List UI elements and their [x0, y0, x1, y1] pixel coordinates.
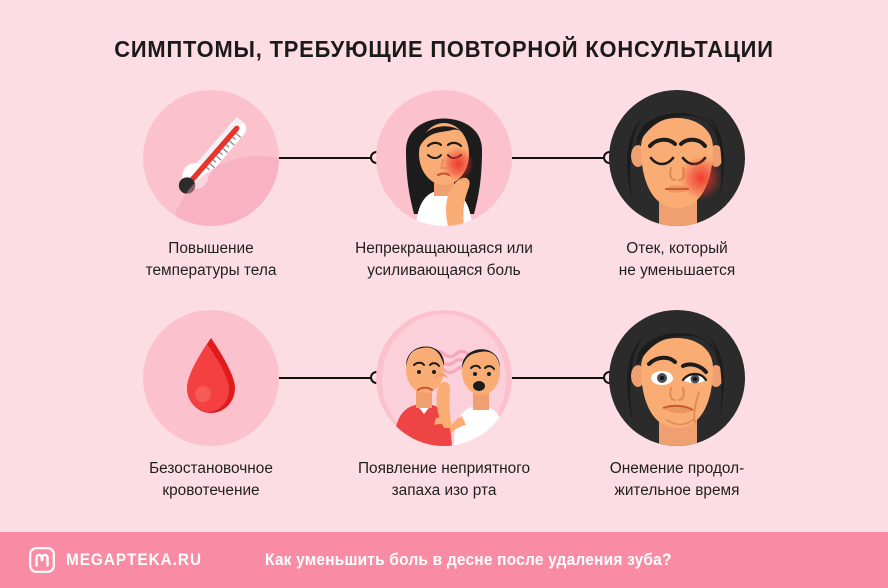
connector-bar — [503, 157, 609, 160]
bad-breath-two-men-icon — [382, 314, 506, 446]
caption-line: жительное время — [614, 482, 740, 499]
caption-line: Повышение — [168, 240, 254, 257]
symptom-caption: Онемение продол- жительное время — [559, 458, 795, 502]
icon-circle-background — [609, 90, 745, 226]
symptoms-row-2: Безостановочное кровотечение — [0, 310, 888, 510]
caption-line: Отек, который — [626, 240, 728, 257]
icon-circle-background — [376, 310, 512, 446]
caption-line: запаха изо рта — [391, 482, 497, 499]
symptoms-row-1: Повышение температуры тела — [0, 90, 888, 290]
swollen-face-icon — [627, 112, 724, 226]
thermometer-icon — [178, 116, 247, 194]
article-title[interactable]: Как уменьшить боль в десне после удалени… — [265, 550, 672, 569]
symptom-item: Повышение температуры тела — [93, 90, 329, 290]
symptom-icon — [376, 90, 512, 226]
symptom-caption: Повышение температуры тела — [93, 238, 329, 282]
connector-bar — [503, 377, 609, 380]
symptom-caption: Непрекращающаяся или усиливающаяся боль — [326, 238, 562, 282]
symptom-caption: Появление неприятного запаха изо рта — [326, 458, 562, 502]
symptom-icon — [376, 310, 512, 446]
icon-circle-background — [609, 310, 745, 446]
page-title: СИМПТОМЫ, ТРЕБУЮЩИЕ ПОВТОРНОЙ КОНСУЛЬТАЦ… — [114, 36, 774, 62]
caption-line: не уменьшается — [618, 262, 736, 279]
icon-circle-background — [143, 310, 279, 446]
symptom-icon — [609, 90, 745, 226]
connector-bar — [270, 377, 376, 380]
blood-drop-icon — [187, 338, 235, 413]
woman-holding-cheek-pain-icon — [406, 118, 482, 226]
footer-bar: MEGAPTEKA.RU Как уменьшить боль в десне … — [0, 532, 888, 588]
connector-bar — [270, 157, 376, 160]
caption-line: Онемение продол- — [609, 460, 745, 477]
symptom-icon — [609, 310, 745, 446]
caption-line: температуры тела — [145, 262, 277, 279]
caption-line: Безостановочное — [149, 460, 273, 477]
logo-text[interactable]: MEGAPTEKA.RU — [66, 550, 202, 569]
caption-line: усиливающаяся боль — [367, 262, 521, 279]
symptom-item: Онемение продол- жительное время — [559, 310, 795, 510]
symptom-icon — [143, 90, 279, 226]
icon-circle-background — [376, 90, 512, 226]
symptom-item: Появление неприятного запаха изо рта — [326, 310, 562, 510]
symptom-icon — [143, 310, 279, 446]
symptom-caption: Отек, который не уменьшается — [559, 238, 795, 282]
numb-face-icon — [627, 332, 724, 446]
icon-circle-background — [143, 90, 279, 226]
megapteka-m-logo-icon[interactable] — [29, 547, 55, 573]
caption-line: Появление неприятного — [357, 460, 531, 477]
caption-line: кровотечение — [162, 482, 260, 499]
symptom-caption: Безостановочное кровотечение — [93, 458, 329, 502]
symptom-item: Непрекращающаяся или усиливающаяся боль — [326, 90, 562, 290]
symptom-item: Безостановочное кровотечение — [93, 310, 329, 510]
caption-line: Непрекращающаяся или — [355, 240, 533, 257]
symptom-item: Отек, который не уменьшается — [559, 90, 795, 290]
